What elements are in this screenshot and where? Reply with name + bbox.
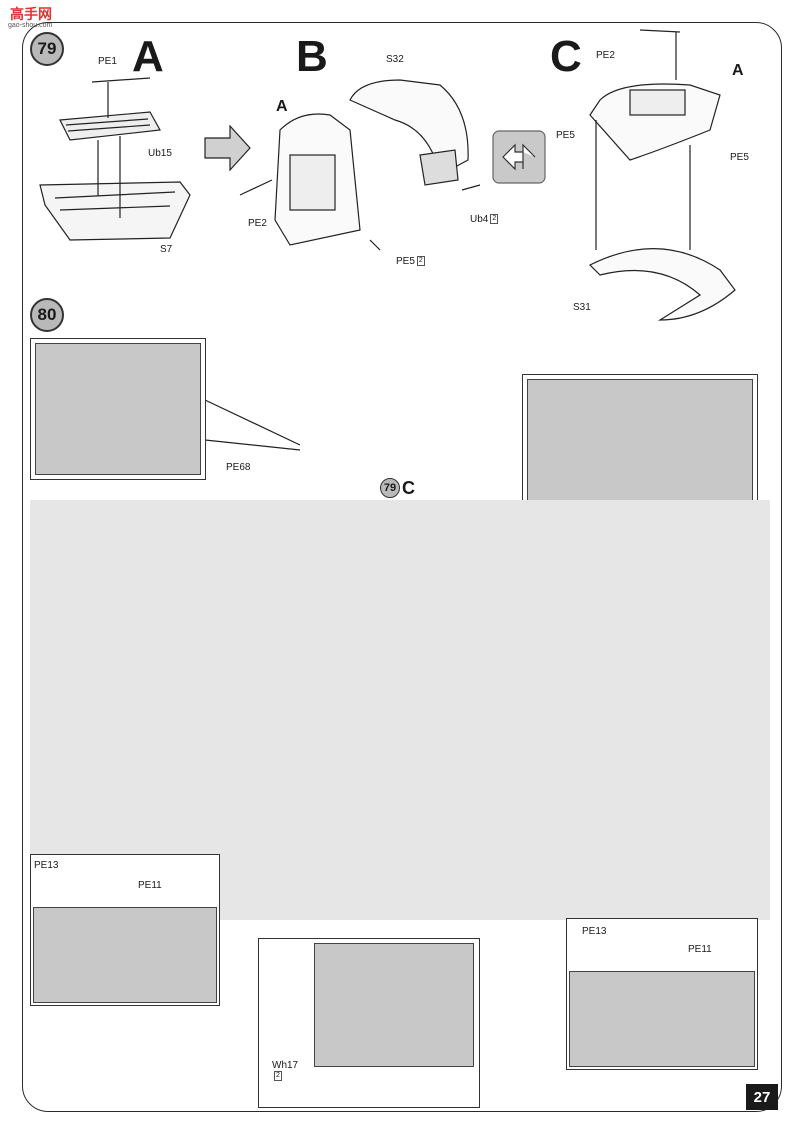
label-ub15: Ub15 — [148, 148, 172, 159]
inset-bottom-right-drawing — [569, 971, 755, 1067]
label-pe5-c-right: PE5 — [730, 152, 749, 163]
label-a-ref: A — [276, 98, 288, 115]
label-pe1: PE1 — [98, 56, 117, 67]
tank-drawing — [30, 500, 770, 920]
page-number: 27 — [746, 1084, 778, 1110]
sub-step-b-letter: B — [296, 32, 328, 81]
label-pe13-right: PE13 — [582, 926, 607, 937]
pe1-part — [91, 77, 151, 83]
label-s31: S31 — [573, 302, 591, 313]
inset-top-left — [30, 338, 206, 480]
ub15-part — [59, 111, 161, 141]
watermark-logo: 高手网 — [10, 6, 52, 22]
qty-pe5-b: 2 — [416, 256, 425, 267]
step-79-badge: 79 — [30, 32, 64, 66]
ref-79c-letter: C — [402, 478, 415, 498]
label-pe5-c-left: PE5 — [556, 130, 575, 141]
inset-bottom-right — [566, 918, 758, 1070]
sub-step-a-letter: A — [132, 32, 164, 81]
inset-bottom-left — [30, 854, 220, 1006]
page-frame — [22, 22, 782, 1112]
s31-part — [588, 248, 736, 321]
sub-step-c-letter: C — [550, 32, 582, 81]
c-cupola-part — [589, 83, 721, 161]
inset-bottom-center-drawing — [314, 943, 474, 1067]
inset-bottom-center — [258, 938, 480, 1108]
label-s7: S7 — [160, 244, 173, 255]
s7-part — [39, 181, 191, 241]
label-pe11-right: PE11 — [688, 944, 712, 955]
label-pe2-b: PE2 — [248, 218, 267, 229]
label-pe11-left: PE11 — [138, 880, 162, 891]
label-s32: S32 — [386, 54, 404, 65]
label-pe13-left: PE13 — [34, 860, 59, 871]
s32-part — [349, 79, 469, 176]
step-80-badge: 80 — [30, 298, 64, 332]
watermark-url: gao-shou.com — [8, 22, 53, 29]
label-pe68: PE68 — [226, 462, 251, 473]
qty-wh17: 2 — [274, 1071, 282, 1082]
ref-79c-badge: 79 — [380, 478, 400, 498]
arrow-a-to-b — [204, 124, 251, 172]
label-a-ref-c: A — [732, 62, 744, 79]
inset-bottom-left-drawing — [33, 907, 217, 1003]
label-pe2-c: PE2 — [596, 50, 615, 61]
inset-top-left-drawing — [35, 343, 201, 475]
qty-ub4: 2 — [490, 214, 499, 225]
